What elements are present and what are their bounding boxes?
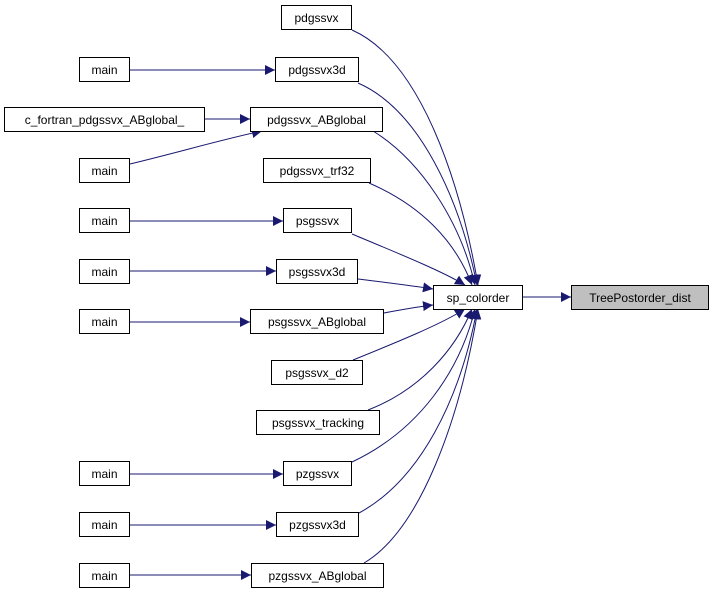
edge-pdgssvx <box>351 29 482 286</box>
node-pdgssvx[interactable]: pdgssvx <box>281 5 352 30</box>
node-psgssvx3d[interactable]: psgssvx3d <box>276 259 358 284</box>
edge-pzgssvx_ABglobal <box>363 308 482 564</box>
node-treepostorder-dist: TreePostorder_dist <box>571 285 709 310</box>
node-main-pdgssvx-abglobal[interactable]: main <box>79 158 130 183</box>
node-pzgssvx3d[interactable]: pzgssvx3d <box>276 512 359 537</box>
node-main-psgssvx3d[interactable]: main <box>79 259 130 284</box>
edge-pzgssvx3d <box>358 308 481 514</box>
edge-psgssvx3d <box>357 278 434 293</box>
node-pdgssvx3d[interactable]: pdgssvx3d <box>275 57 359 82</box>
node-pdgssvx-abglobal[interactable]: pdgssvx_ABglobal <box>250 107 383 132</box>
edge-pzgssvx <box>351 308 478 463</box>
node-pzgssvx[interactable]: pzgssvx <box>283 461 352 486</box>
node-psgssvx-tracking[interactable]: psgssvx_tracking <box>256 410 380 435</box>
node-pdgssvx-trf32[interactable]: pdgssvx_trf32 <box>263 158 371 183</box>
edge-pdgssvx_ABglobal <box>372 130 478 286</box>
node-c-fortran-pdgssvx-abglobal[interactable]: c_fortran_pdgssvx_ABglobal_ <box>4 107 205 132</box>
node-main-psgssvx[interactable]: main <box>79 208 130 233</box>
edge-pdgssvx3d <box>357 82 480 286</box>
edge-main-pdgssvx_ABglobal <box>129 128 263 165</box>
node-main-psgssvx-abglobal[interactable]: main <box>79 309 130 334</box>
node-main-pdgssvx3d[interactable]: main <box>79 57 130 82</box>
node-sp-colorder[interactable]: sp_colorder <box>433 285 523 310</box>
edge-psgssvx_d2 <box>352 308 466 361</box>
edge-pdgssvx_trf32 <box>368 182 474 286</box>
node-main-pzgssvx[interactable]: main <box>79 461 130 486</box>
node-psgssvx-d2[interactable]: psgssvx_d2 <box>271 360 363 385</box>
node-main-pzgssvx-abglobal[interactable]: main <box>79 563 130 588</box>
edge-psgssvx <box>351 233 466 286</box>
node-psgssvx[interactable]: psgssvx <box>283 208 352 233</box>
node-psgssvx-abglobal[interactable]: psgssvx_ABglobal <box>250 309 384 334</box>
edge-psgssvx_ABglobal <box>383 301 434 314</box>
edge-psgssvx_tracking <box>367 308 473 411</box>
node-pzgssvx-abglobal[interactable]: pzgssvx_ABglobal <box>251 563 384 588</box>
node-main-pzgssvx3d[interactable]: main <box>79 512 130 537</box>
